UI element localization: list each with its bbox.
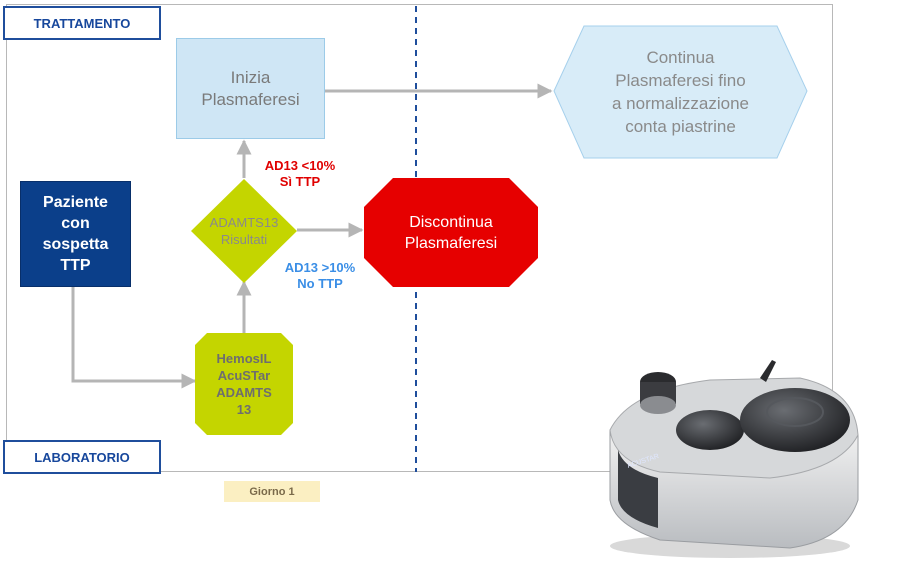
condition-low-line-2: Sì TTP [279,174,321,189]
result-line-2: Risultati [220,232,268,247]
hemosil-line-2: AcuSTar [217,368,271,383]
lane-label-laboratory: LABORATORIO [3,440,161,474]
continue-plasma-hexagon [553,25,808,159]
hemosil-line-4: 13 [236,402,252,417]
discontinue-octagon [364,178,538,287]
patient-box: Paziente con sospetta TTP [20,181,131,287]
continue-line-1: Continua [646,48,715,67]
continue-line-4: conta piastrine [625,117,736,136]
start-plasma-line-2: Plasmaferesi [201,89,300,109]
discontinue-line-2: Plasmaferesi [404,234,498,252]
condition-high-line-2: No TTP [297,276,343,291]
continue-line-3: a normalizzazione [611,94,749,113]
discontinue-label: Discontinua Plasmaferesi [364,178,538,287]
result-line-1: ADAMTS13 [209,215,279,230]
hemosil-label: HemosIL AcuSTar ADAMTS 13 [195,333,293,435]
start-plasma-box: Inizia Plasmaferesi [176,38,325,139]
day-label-text: Giorno 1 [249,485,295,498]
lane-label-treatment: TRATTAMENTO [3,6,161,40]
hemosil-octagon [195,333,293,435]
condition-high: AD13 >10% No TTP [270,260,370,292]
condition-low: AD13 <10% Sì TTP [250,158,350,190]
device-front-panel [618,450,658,528]
device-small-lid [676,410,744,450]
condition-high-line-1: AD13 >10% [284,260,356,275]
hemosil-line-1: HemosIL [216,351,272,366]
device-large-lid [740,388,850,452]
patient-line-1: Paziente [43,194,108,211]
analyzer-device-image: ACUSTAR [609,360,859,558]
result-decision-diamond [191,179,297,283]
continue-plasma-label: Continua Plasmaferesi fino a normalizzaz… [584,26,777,158]
lane-treatment-text: TRATTAMENTO [33,15,131,31]
result-decision-label: ADAMTS13 Risultati [191,210,297,252]
start-plasma-line-1: Inizia [230,67,271,87]
hemosil-line-3: ADAMTS [216,385,272,400]
device-cylinder-base [640,396,676,414]
device-probe-arm [760,360,776,382]
patient-line-4: TTP [60,257,91,274]
discontinue-line-1: Discontinua [409,213,493,231]
patient-line-3: sospetta [42,236,109,253]
lane-laboratory-text: LABORATORIO [34,449,130,465]
continue-line-2: Plasmaferesi fino [615,71,746,90]
device-large-lid-ring [766,397,824,427]
arrow-patient-to-hemosil [71,287,197,389]
condition-low-line-1: AD13 <10% [264,158,336,173]
patient-line-2: con [61,215,90,232]
day-label: Giorno 1 [224,481,320,502]
